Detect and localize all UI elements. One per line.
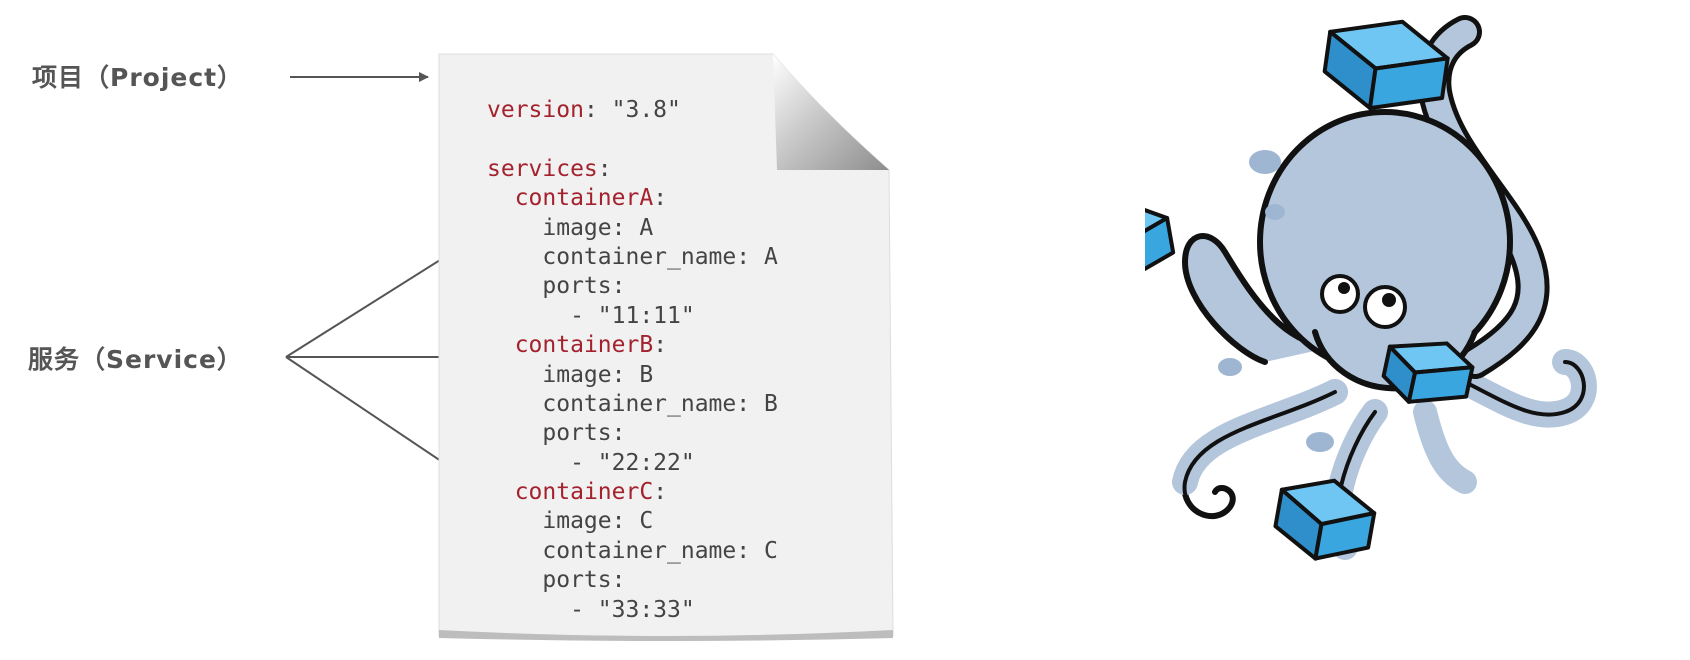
code-key: services [487,155,598,182]
code-line: containerC: [487,478,778,507]
document-paper [438,53,894,641]
code-line: version: "3.8" [487,96,778,125]
code-text: container_name: A [542,243,778,270]
code-line: container_name: C [487,537,778,566]
code-text: : [653,185,668,212]
code-text: : [653,479,668,506]
code-line: - "33:33" [487,596,778,625]
code-line: - "11:11" [487,302,778,331]
code-text: image: C [542,508,654,535]
code-text: ports: [542,273,626,300]
code-line: image: A [487,214,778,243]
code-line: containerB: [487,331,778,360]
compose-code-block: version: "3.8" services: containerA: imag… [487,96,778,625]
code-text: - "33:33" [570,596,695,623]
code-text: - "11:11" [570,302,695,329]
code-text: : [653,332,668,359]
code-key: containerC [514,479,654,506]
code-key: containerA [514,185,654,212]
yaml-document-icon: version: "3.8" services: containerA: imag… [437,52,895,642]
service-label: 服务（Service） [28,345,243,374]
code-key: containerB [514,332,654,359]
code-line: ports: [487,419,778,448]
code-text: container_name: C [542,537,778,564]
docker-compose-octopus-icon [1145,15,1597,561]
code-line: services: [487,155,778,184]
code-key: version [487,97,584,123]
code-line: container_name: B [487,390,778,419]
code-text: - "22:22" [570,449,695,476]
project-label: 项目（Project） [32,63,244,92]
code-line: - "22:22" [487,449,778,478]
code-line: image: B [487,361,778,390]
code-text: image: A [542,214,654,241]
code-text: container_name: B [542,390,778,417]
code-text: ports: [542,420,626,447]
code-line [487,125,778,154]
code-line: containerA: [487,184,778,213]
code-line: container_name: A [487,243,778,272]
code-line: image: C [487,507,778,536]
code-text: ports: [542,567,626,594]
code-text: : [597,155,612,182]
code-text: : "3.8" [583,97,681,123]
code-line: ports: [487,566,778,595]
code-text: image: B [542,361,654,388]
code-line: ports: [487,272,778,301]
